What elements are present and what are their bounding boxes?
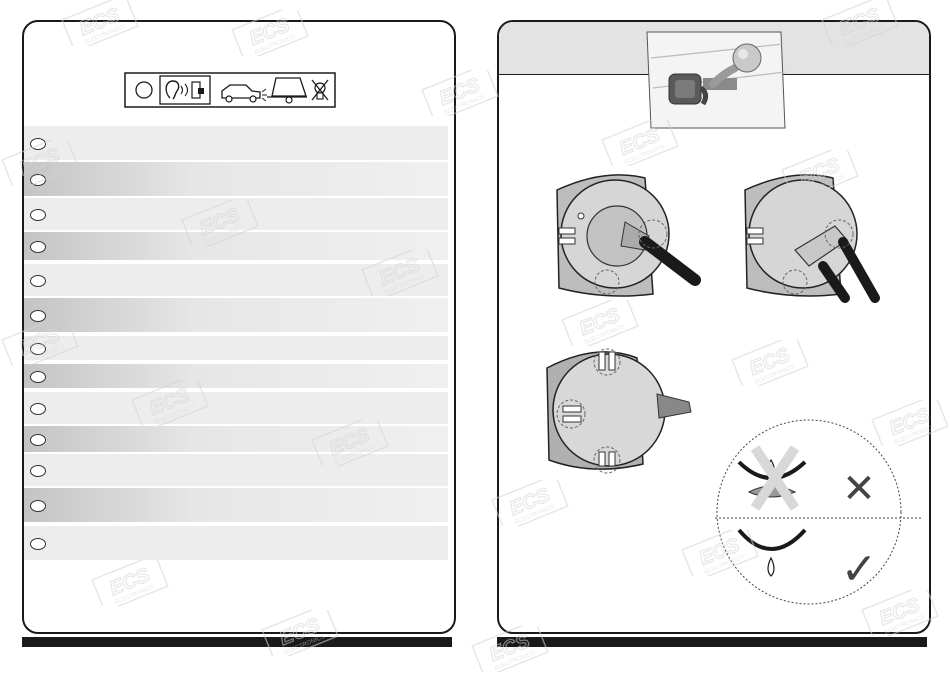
circle-icon: [30, 241, 46, 253]
socket-rear-view-icon: [546, 348, 692, 474]
circle-icon: [30, 275, 46, 287]
left-panel: [22, 20, 456, 634]
list-item: [24, 264, 448, 296]
right-panel: ✕ ✓: [497, 20, 931, 634]
circle-icon: [30, 371, 46, 383]
circle-icon: [30, 209, 46, 221]
list-item: [24, 298, 448, 332]
wrong-mark: ✕: [842, 467, 876, 511]
circle-icon: [30, 310, 46, 322]
circle-icon: [30, 343, 46, 355]
list-item: [24, 526, 448, 560]
car-trailer-icon: [221, 77, 307, 104]
circle-icon: [30, 538, 46, 550]
drainage-comparison-icon: ✕ ✓: [715, 419, 923, 605]
circle-icon: [135, 81, 153, 99]
circle-icon: [30, 500, 46, 512]
towbar-socket-mounted-icon: [646, 31, 786, 129]
footer-bar-right: [497, 637, 927, 647]
footer-bar-left: [22, 637, 452, 647]
list-item: [24, 426, 448, 452]
right-mark: ✓: [841, 545, 878, 594]
svg-text:ECS: ECS: [486, 630, 533, 666]
list-item: [24, 198, 448, 230]
list-item: [24, 126, 448, 160]
list-item: [24, 364, 448, 388]
svg-text:ELECTRONICS: ELECTRONICS: [494, 650, 536, 672]
list-item: [24, 392, 448, 424]
circle-icon: [30, 434, 46, 446]
ear-sound-icon: [159, 75, 211, 105]
circle-icon: [30, 138, 46, 150]
list-item: [24, 488, 448, 522]
crossed-lamp-icon: [311, 79, 329, 101]
circle-icon: [30, 403, 46, 415]
list-item: [24, 454, 448, 486]
header-pictogram: [124, 72, 336, 108]
list-item: [24, 162, 448, 196]
circle-icon: [30, 465, 46, 477]
circle-icon: [30, 174, 46, 186]
list-item: [24, 232, 448, 260]
socket-straight-cable-icon: [556, 174, 701, 297]
list-item: [24, 336, 448, 360]
socket-angled-cable-icon: [744, 174, 880, 303]
